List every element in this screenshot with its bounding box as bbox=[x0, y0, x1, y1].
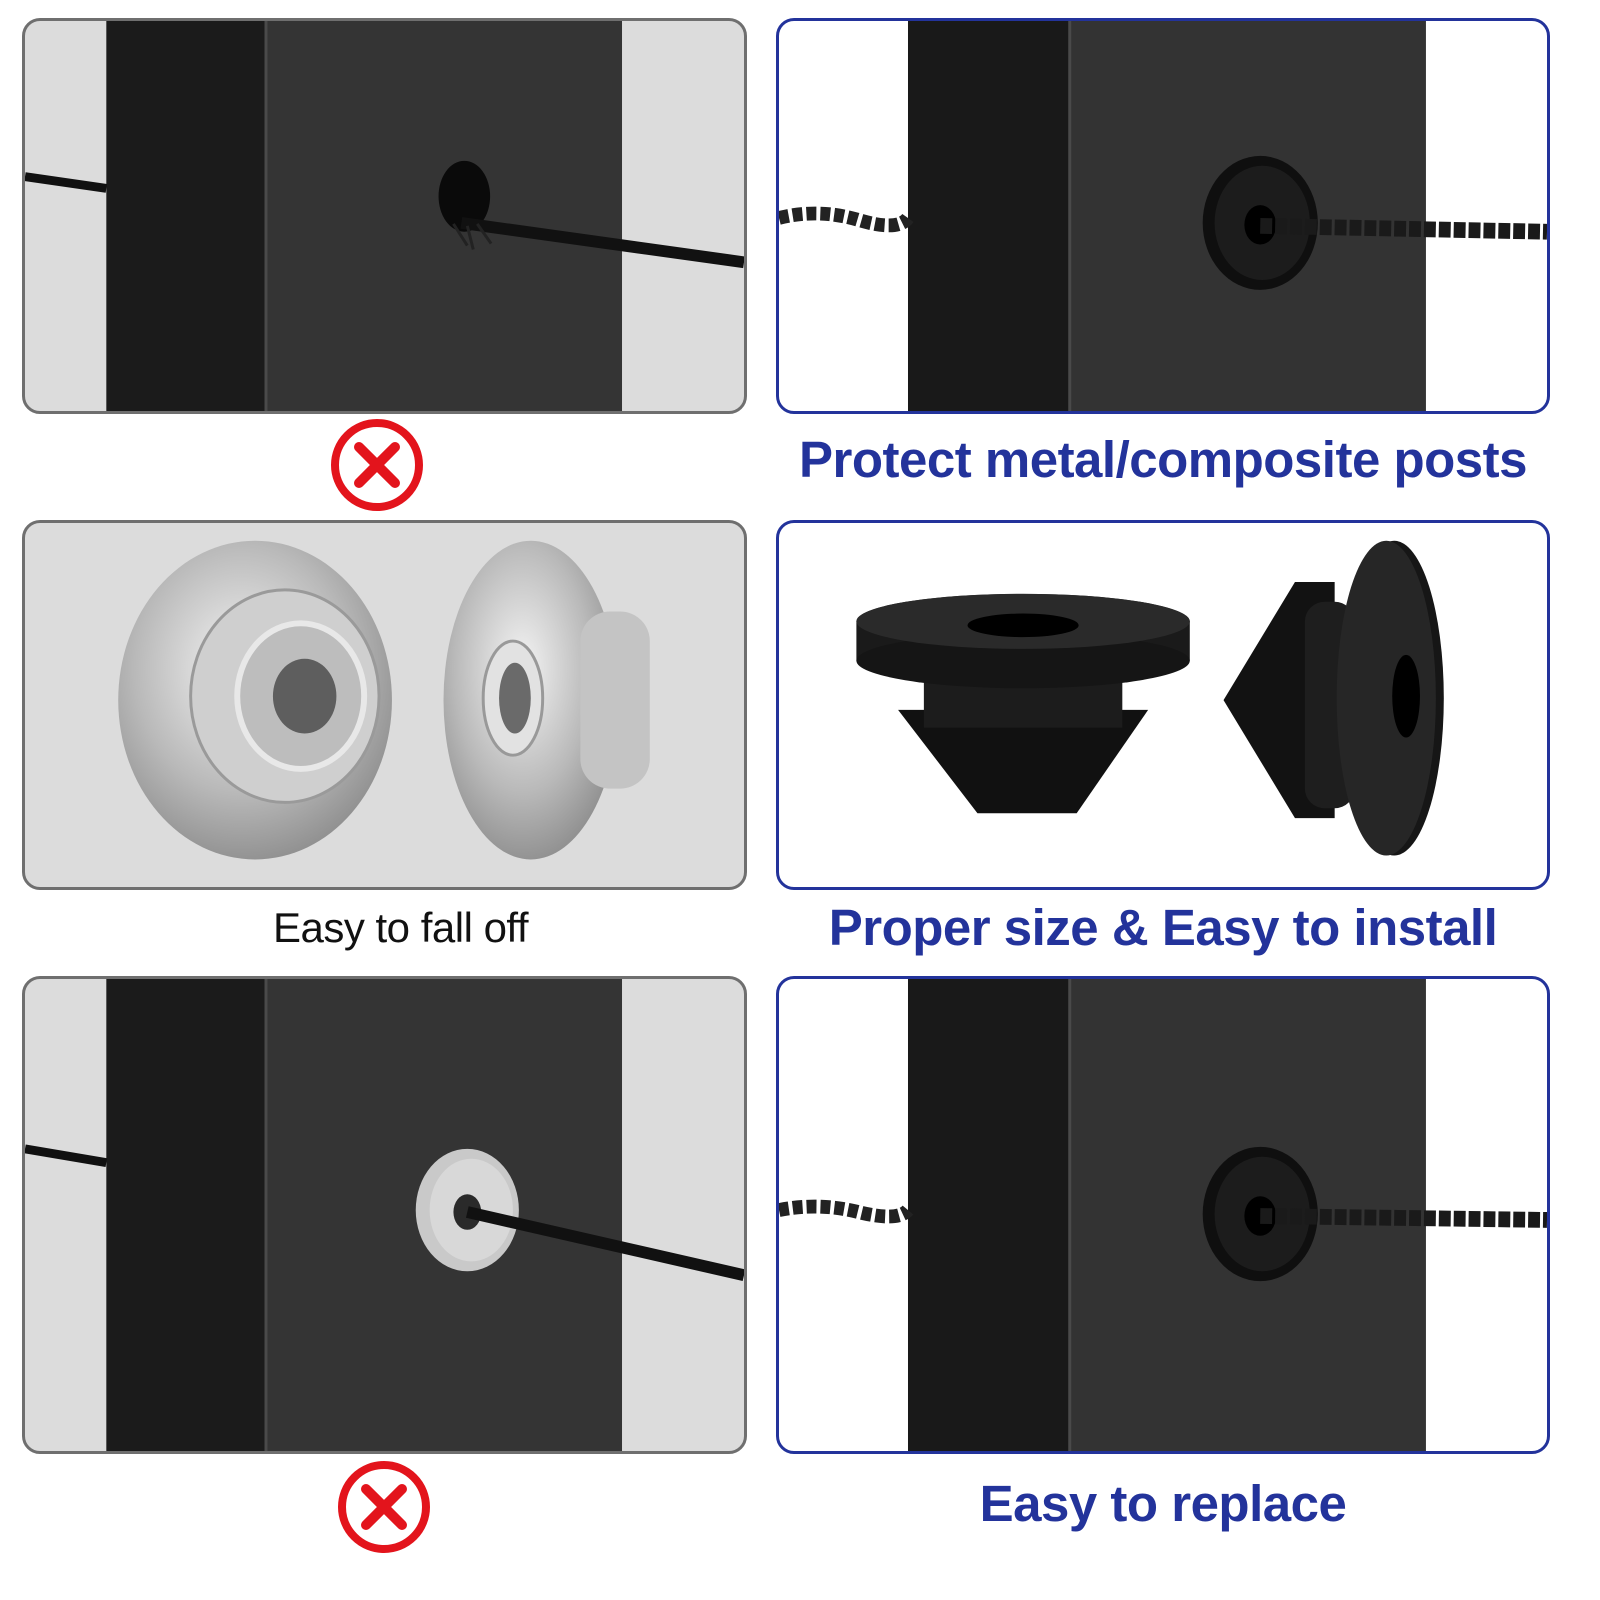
rubber-grommet-illustration bbox=[856, 540, 1444, 856]
caption-protect-posts: Protect metal/composite posts bbox=[798, 431, 1528, 488]
panel-metal-grommets bbox=[22, 520, 747, 890]
panel-grommet-installed bbox=[776, 18, 1550, 414]
wrong-x-icon bbox=[329, 417, 425, 513]
panel-replace-grommet bbox=[776, 976, 1550, 1454]
caption-proper-size: Proper size & Easy to install bbox=[828, 899, 1498, 956]
post-grommet-illustration bbox=[779, 21, 1547, 411]
metal-grommet-illustration bbox=[118, 540, 650, 860]
panel-rubber-grommets bbox=[776, 520, 1550, 890]
caption-easy-replace: Easy to replace bbox=[979, 1475, 1347, 1532]
panel-bare-hole bbox=[22, 18, 747, 414]
post-metal-grommet-illustration bbox=[25, 979, 744, 1451]
post-replace-grommet-illustration bbox=[779, 979, 1547, 1451]
post-bare-hole-illustration bbox=[25, 21, 744, 411]
panel-metal-on-post bbox=[22, 976, 747, 1454]
wrong-x-icon bbox=[336, 1459, 432, 1555]
caption-easy-fall-off: Easy to fall off bbox=[272, 904, 529, 951]
